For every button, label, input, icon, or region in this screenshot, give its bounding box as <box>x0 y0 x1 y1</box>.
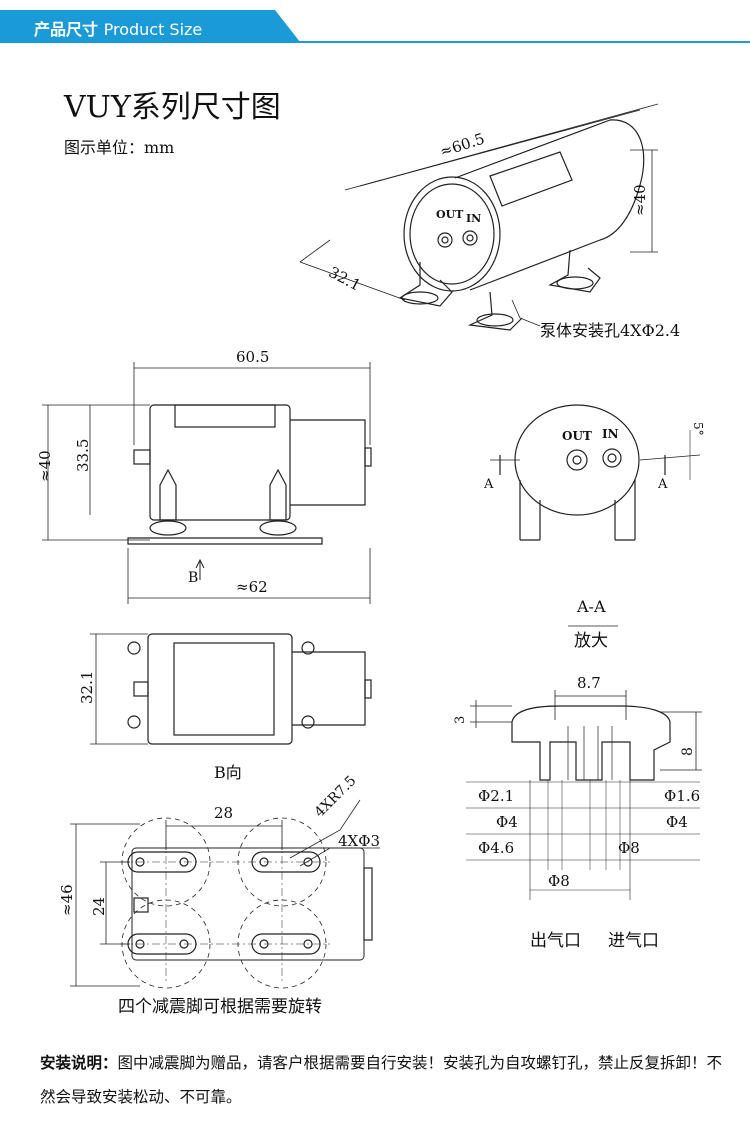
iso-width-label: 32.1 <box>326 263 364 295</box>
installation-note: 安装说明：图中减震脚为赠品，请客户根据需要自行安装！安装孔为自攻螺钉孔，禁止反复… <box>40 1046 730 1114</box>
section-d-in-mid: Φ4 <box>666 813 688 831</box>
unit-label: 图示单位：mm <box>64 138 175 157</box>
iso-length-label: ≈60.5 <box>438 130 487 161</box>
header-banner: 产品尺寸 Product Size <box>0 0 750 52</box>
banner-title: 产品尺寸 Product Size <box>34 16 202 40</box>
banner-underline <box>0 41 750 43</box>
side-body-height-label: 33.5 <box>74 439 92 472</box>
front-section-a-left: A <box>483 477 494 492</box>
section-d-out-inner: Φ2.1 <box>478 787 514 805</box>
iso-mount-note: 泵体安装孔4XΦ2.4 <box>540 321 680 340</box>
front-view: OUT IN 5° A A <box>483 404 705 541</box>
section-subtitle: 放大 <box>574 631 608 651</box>
feet-spacing-x-label: 28 <box>214 804 233 822</box>
feet-spacing-y-label: 24 <box>90 897 108 916</box>
section-d-base: Φ8 <box>548 872 570 890</box>
front-section-a-right: A <box>657 477 668 492</box>
side-length-label: 60.5 <box>236 348 269 366</box>
front-in-label: IN <box>602 427 619 441</box>
feet-caption: 四个减震脚可根据需要旋转 <box>118 997 322 1017</box>
section-title: A-A <box>576 597 606 616</box>
side-b-arrow-label: B <box>188 570 198 586</box>
section-in-label: 进气口 <box>608 931 659 951</box>
iso-in-label: IN <box>466 212 481 225</box>
top-width-label: 32.1 <box>78 671 96 704</box>
side-total-length-label: ≈62 <box>236 578 268 596</box>
iso-out-label: OUT <box>436 208 464 221</box>
banner-title-cn: 产品尺寸 <box>34 20 99 39</box>
iso-height-label: ≈40 <box>631 184 649 216</box>
banner-title-en: Product Size <box>103 20 203 39</box>
section-d-out-outer: Φ4.6 <box>478 839 514 857</box>
installation-note-label: 安装说明： <box>40 1054 118 1072</box>
feet-height-label: ≈46 <box>58 884 76 916</box>
isometric-view: ≈60.5 ≈40 32.1 泵体安装孔4XΦ2.4 OUT IN <box>299 103 680 340</box>
section-height-label: 8 <box>680 747 696 756</box>
front-angle-label: 5° <box>691 422 705 436</box>
banner-ribbon <box>0 10 300 42</box>
feet-view: 28 4XR7.5 4XΦ3 ≈46 24 四个减震脚可根据需要旋转 <box>58 773 380 1017</box>
side-view: 60.5 ≈40 33.5 ≈62 B <box>36 348 372 604</box>
section-out-label: 出气口 <box>530 931 581 951</box>
top-caption: B向 <box>214 763 242 782</box>
feet-radius-label: 4XR7.5 <box>312 773 360 821</box>
feet-holes-label: 4XΦ3 <box>338 832 380 850</box>
section-d-in-outer: Φ8 <box>618 839 640 857</box>
side-height-label: ≈40 <box>36 450 54 482</box>
front-out-label: OUT <box>562 429 592 443</box>
installation-note-text: 图中减震脚为赠品，请客户根据需要自行安装！安装孔为自攻螺钉孔，禁止反复拆卸！不然… <box>40 1054 723 1106</box>
section-view: A-A 放大 8.7 3 8 Φ2.1 Φ4 Φ4.6 Φ1.6 Φ4 Φ8 Φ… <box>453 597 702 951</box>
section-d-out-mid: Φ4 <box>496 813 518 831</box>
top-view: 32.1 B向 <box>78 633 372 782</box>
page-title: VUY系列尺寸图 <box>64 90 281 125</box>
section-flange-label: 3 <box>453 716 468 724</box>
section-d-in-inner: Φ1.6 <box>664 787 700 805</box>
section-width-label: 8.7 <box>577 674 601 692</box>
